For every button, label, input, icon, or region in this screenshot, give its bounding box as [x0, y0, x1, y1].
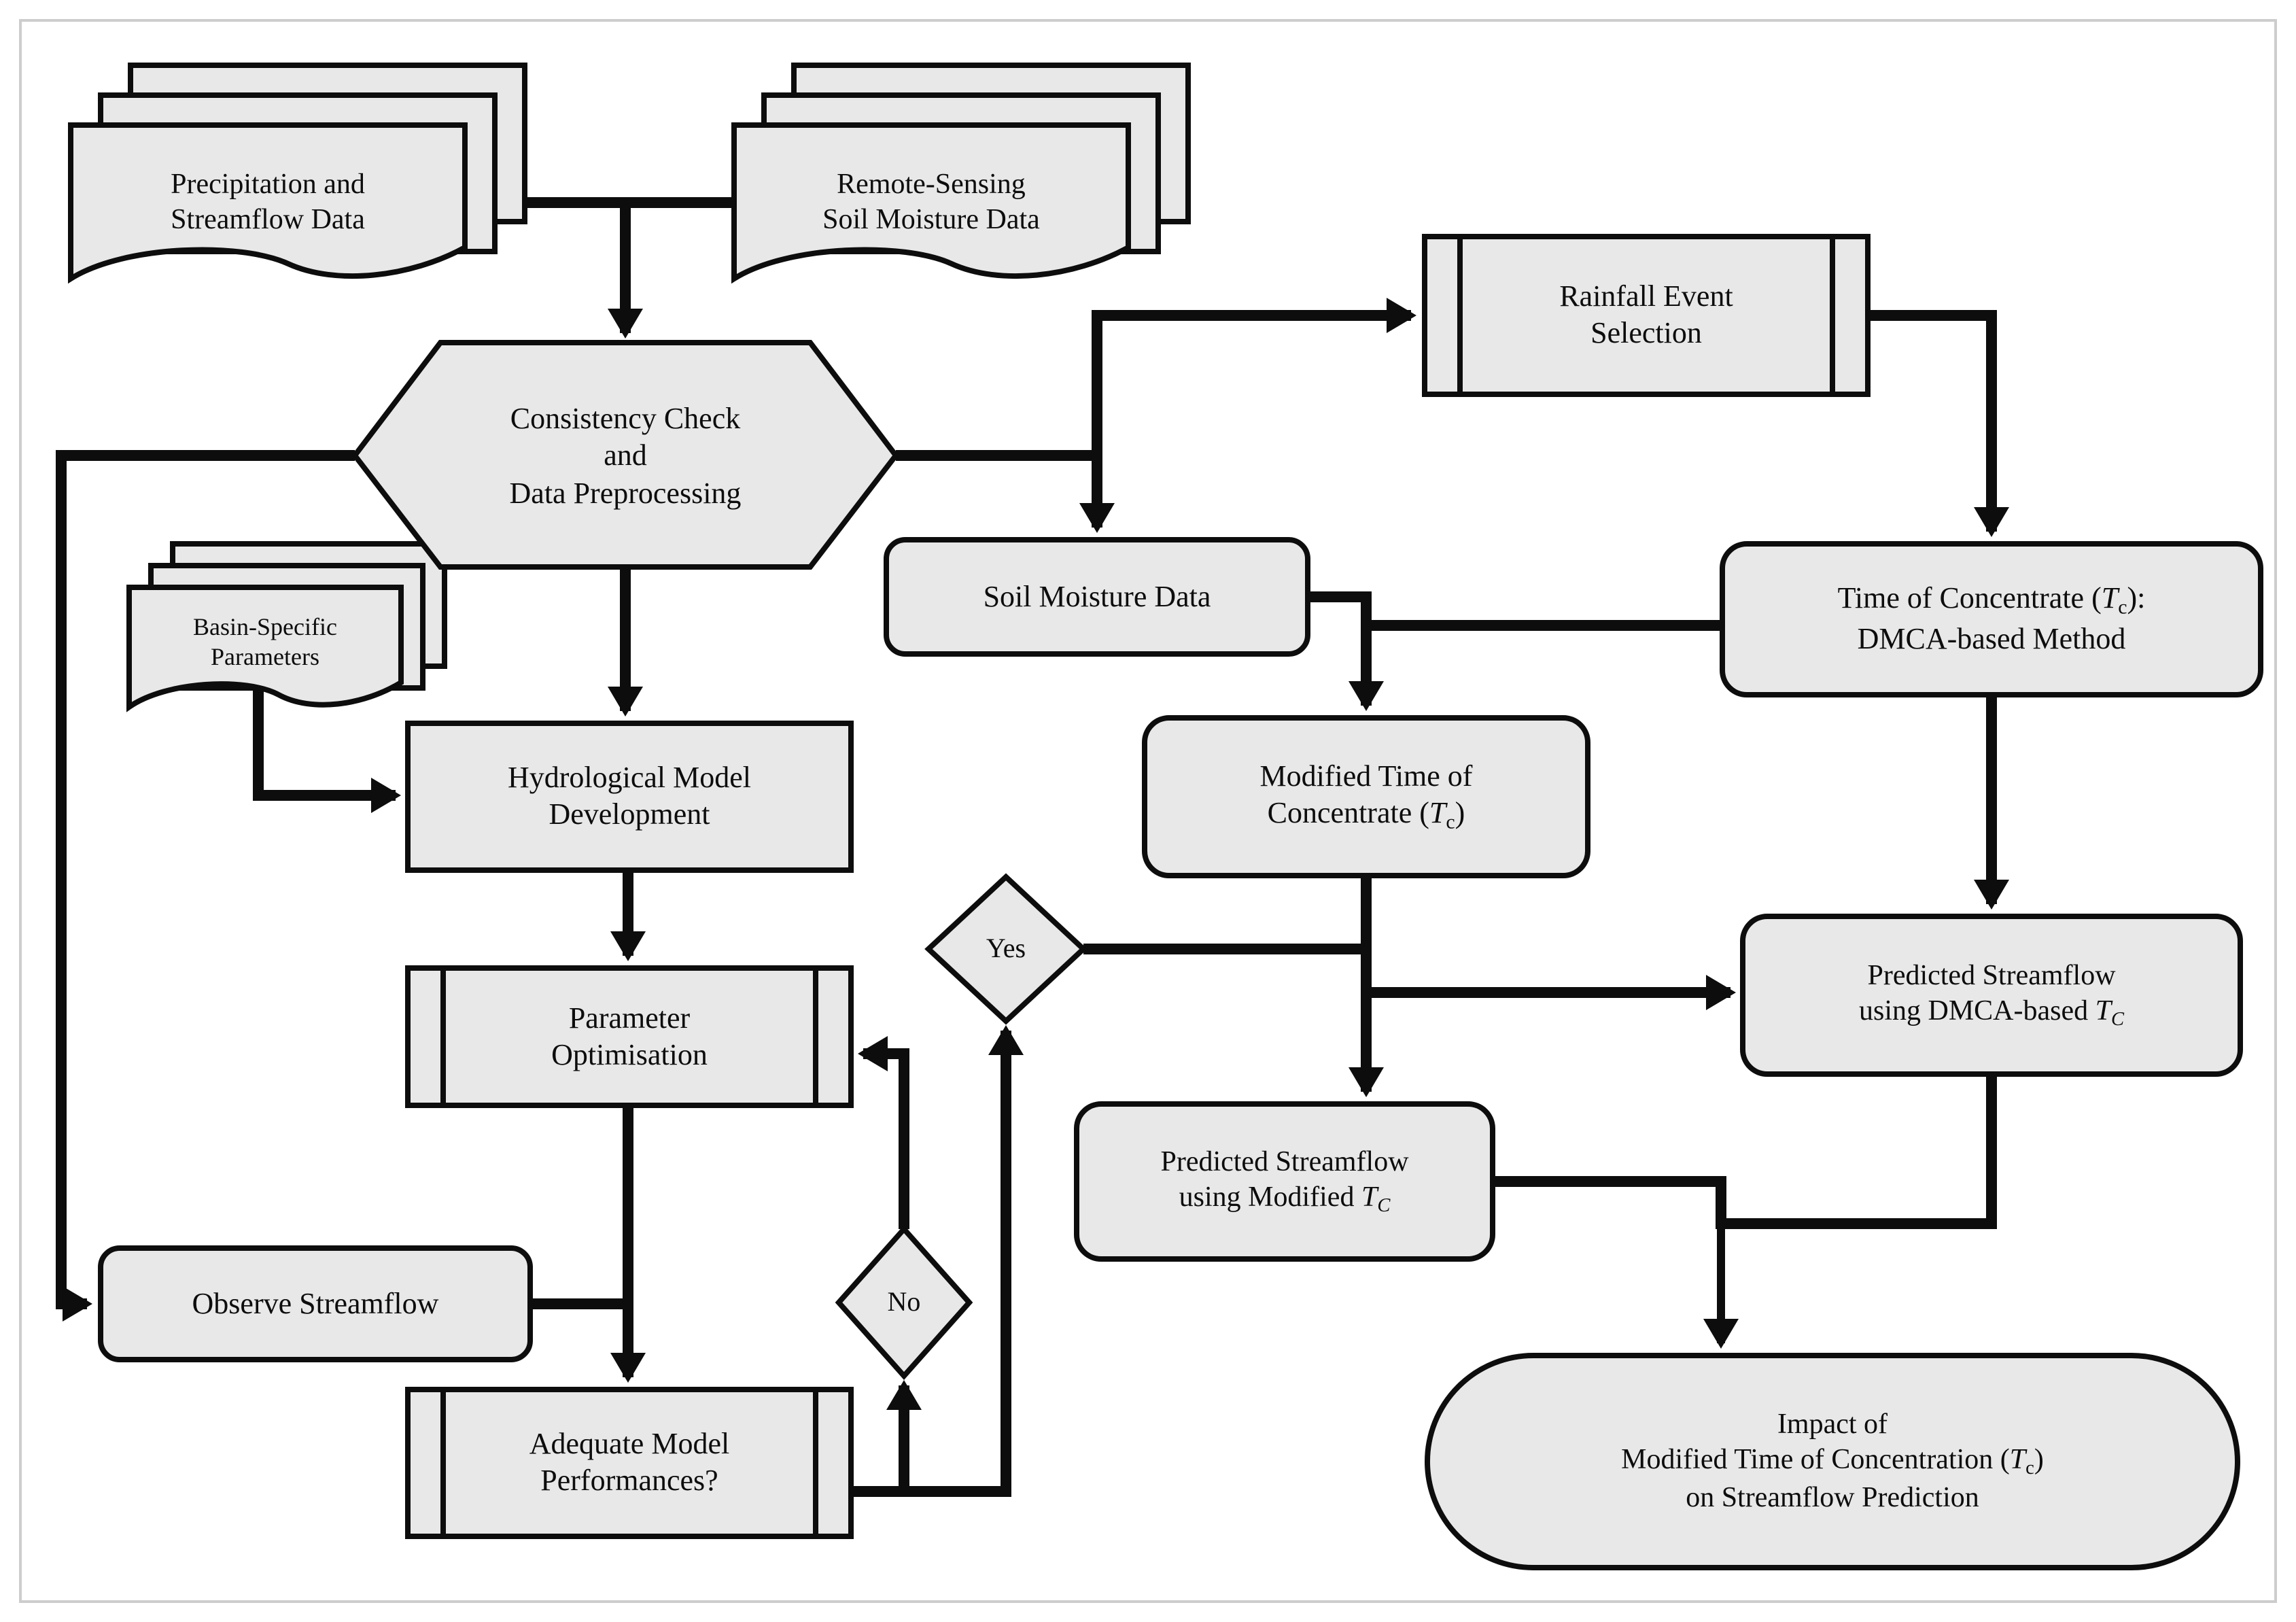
- parameter-optimisation-box: Parameter Optimisation: [405, 965, 854, 1108]
- predefined-bar-right: [813, 1391, 818, 1535]
- consistency-hexagon-shape: [351, 340, 900, 570]
- connector-rainfall-to-time: [1871, 310, 2009, 537]
- connector-hexagon-to-observe: [56, 450, 355, 1322]
- basin-doc-label: Basin-Specific Parameters: [193, 612, 337, 670]
- predicted-modified-box: Predicted Streamflow using Modified TC: [1074, 1101, 1495, 1262]
- precipitation-doc-page-front: [68, 122, 468, 284]
- basin-doc-page-front: [126, 585, 404, 712]
- rainfall-event-selection-box: Rainfall Event Selection: [1422, 234, 1871, 397]
- connector-predicted-dmca-down: [1716, 1077, 1997, 1229]
- connector-predicted-modified-right: [1495, 1176, 1726, 1224]
- consistency-hexagon-label: Consistency Check and Data Preprocessing: [509, 401, 742, 510]
- connector-no-to-parameter: [858, 1036, 909, 1229]
- connector-junction-to-rainfall: [1092, 298, 1416, 455]
- connector-basin-to-hydrological: [253, 687, 401, 813]
- remote-sensing-doc-page-front: [731, 122, 1131, 284]
- predefined-bar-left: [440, 969, 446, 1104]
- yes-diamond-label: Yes: [986, 933, 1026, 964]
- time-of-concentrate-box: Time of Concentrate (Tc): DMCA-based Met…: [1720, 541, 2263, 697]
- precipitation-doc-label: Precipitation and Streamflow Data: [171, 167, 365, 235]
- predefined-bar-left: [440, 1391, 446, 1535]
- outer-frame: [19, 19, 2277, 1603]
- connector-soil-to-modified: [1310, 591, 1384, 711]
- modified-tc-box: Modified Time of Concentrate (Tc): [1142, 715, 1590, 878]
- soil-moisture-data-box: Soil Moisture Data: [884, 537, 1310, 657]
- no-diamond-label: No: [887, 1287, 921, 1317]
- hydrological-model-box: Hydrological Model Development: [405, 721, 854, 873]
- predefined-bar-right: [1830, 238, 1835, 393]
- no-diamond-shape: [835, 1224, 973, 1381]
- remote-sensing-doc-label: Remote-Sensing Soil Moisture Data: [822, 167, 1040, 235]
- predefined-bar-left: [1457, 238, 1463, 393]
- adequate-model-box: Adequate Model Performances?: [405, 1387, 854, 1539]
- yes-diamond-shape: [924, 873, 1088, 1025]
- observe-streamflow-box: Observe Streamflow: [98, 1245, 533, 1362]
- predefined-bar-right: [813, 969, 818, 1104]
- impact-box: Impact of Modified Time of Concentration…: [1425, 1353, 2240, 1570]
- predicted-dmca-box: Predicted Streamflow using DMCA-based TC: [1740, 914, 2243, 1077]
